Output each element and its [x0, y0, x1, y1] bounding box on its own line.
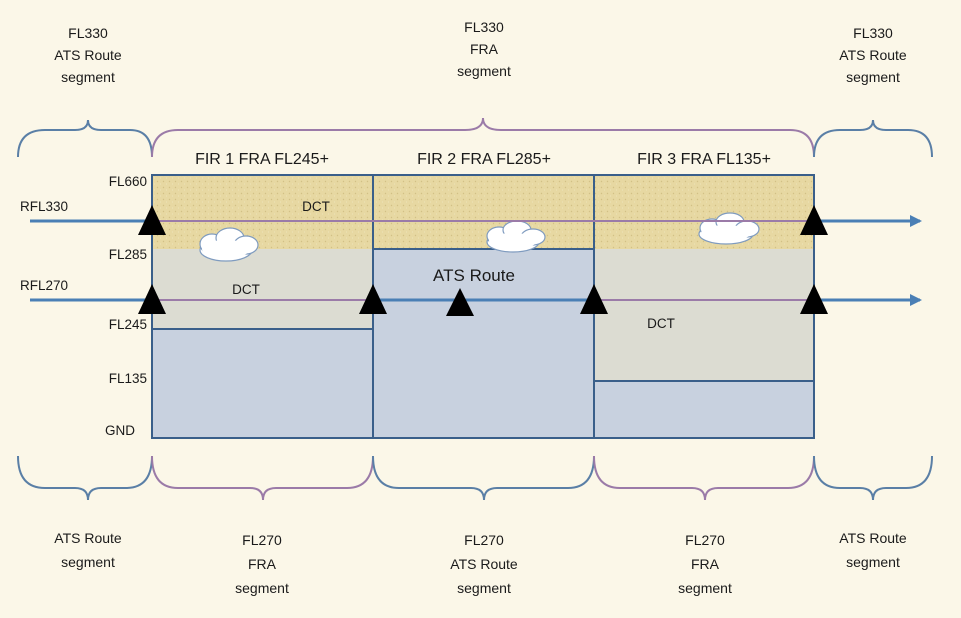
- cloud-icon: [199, 227, 259, 262]
- bottom-3-line3: segment: [457, 580, 511, 596]
- bracket-bottom-3: [372, 455, 595, 501]
- fir2-upper-fra: [373, 175, 594, 249]
- cloud-icon: [486, 220, 546, 253]
- bottom-4-line2: FRA: [691, 556, 720, 572]
- top-left-label-line3: segment: [61, 69, 115, 85]
- bracket-top-center: [151, 117, 815, 158]
- bottom-2-line3: segment: [235, 580, 289, 596]
- bottom-labels: ATS Route segment FL270 FRA segment FL27…: [54, 530, 907, 596]
- top-brackets: [17, 117, 933, 158]
- waypoint-triangle-icon: [359, 284, 387, 314]
- route-labels: RFL330 RFL270: [20, 199, 68, 293]
- route-label-rfl270: RFL270: [20, 278, 68, 293]
- fir2-ats-blue: [373, 249, 594, 438]
- top-right-label-line3: segment: [846, 69, 900, 85]
- fir3-mid-grey: [594, 249, 814, 381]
- bracket-top-right: [813, 119, 933, 158]
- bracket-bottom-2: [151, 455, 374, 501]
- bottom-brackets: [17, 455, 933, 501]
- top-right-label-line2: ATS Route: [839, 47, 907, 63]
- fl-label-fl135: FL135: [109, 371, 147, 386]
- bottom-2-line2: FRA: [248, 556, 277, 572]
- bottom-5-line1: ATS Route: [839, 530, 907, 546]
- top-center-label-line3: segment: [457, 63, 511, 79]
- bottom-1-line2: segment: [61, 554, 115, 570]
- bottom-4-line1: FL270: [685, 532, 725, 548]
- clouds: [199, 212, 760, 262]
- waypoint-triangle-icon: [138, 205, 166, 235]
- dct-upper-label: DCT: [302, 199, 330, 214]
- waypoint-triangle-icon: [800, 284, 828, 314]
- dct-lower-right-label: DCT: [647, 316, 675, 331]
- bottom-3-line2: ATS Route: [450, 556, 518, 572]
- dct-lower-left-label: DCT: [232, 282, 260, 297]
- waypoints: [138, 205, 828, 316]
- fir3-low-blue: [594, 381, 814, 438]
- bottom-3-line1: FL270: [464, 532, 504, 548]
- top-labels: FL330 ATS Route segment FL330 FRA segmen…: [54, 19, 907, 85]
- fir1-upper-fra: [152, 175, 373, 249]
- route-lines: [30, 215, 922, 306]
- airspace-blocks: [151, 174, 815, 439]
- fl-label-gnd: GND: [105, 423, 135, 438]
- top-center-label-line2: FRA: [470, 41, 499, 57]
- waypoint-triangle-icon: [800, 205, 828, 235]
- fir1-mid-grey: [152, 249, 373, 329]
- top-right-label-line1: FL330: [853, 25, 893, 41]
- annotations: DCT DCT DCT ATS Route: [232, 199, 675, 331]
- bracket-bottom-1: [17, 455, 153, 501]
- fl-label-fl285: FL285: [109, 247, 147, 262]
- fl-label-fl660: FL660: [109, 174, 147, 189]
- ats-route-label: ATS Route: [433, 266, 515, 285]
- fir2-title: FIR 2 FRA FL285+: [417, 151, 551, 168]
- bracket-bottom-4: [593, 455, 815, 501]
- waypoint-triangle-icon: [138, 284, 166, 314]
- bottom-5-line2: segment: [846, 554, 900, 570]
- bracket-top-left: [17, 119, 153, 158]
- top-center-label-line1: FL330: [464, 19, 504, 35]
- fir3-title: FIR 3 FRA FL135+: [637, 151, 771, 168]
- bottom-1-line1: ATS Route: [54, 530, 122, 546]
- top-left-label-line2: ATS Route: [54, 47, 122, 63]
- bottom-2-line1: FL270: [242, 532, 282, 548]
- fl-label-fl245: FL245: [109, 317, 147, 332]
- fir1-title: FIR 1 FRA FL245+: [195, 151, 329, 168]
- fir-titles: FIR 1 FRA FL245+ FIR 2 FRA FL285+ FIR 3 …: [195, 151, 771, 168]
- bottom-4-line3: segment: [678, 580, 732, 596]
- flight-level-labels: FL660 FL285 FL245 FL135 GND: [105, 174, 147, 438]
- waypoint-triangle-icon: [580, 284, 608, 314]
- bracket-bottom-5: [813, 455, 933, 501]
- route-label-rfl330: RFL330: [20, 199, 68, 214]
- fir1-low-blue: [152, 329, 373, 438]
- top-left-label-line1: FL330: [68, 25, 108, 41]
- waypoint-triangle-icon: [446, 288, 474, 316]
